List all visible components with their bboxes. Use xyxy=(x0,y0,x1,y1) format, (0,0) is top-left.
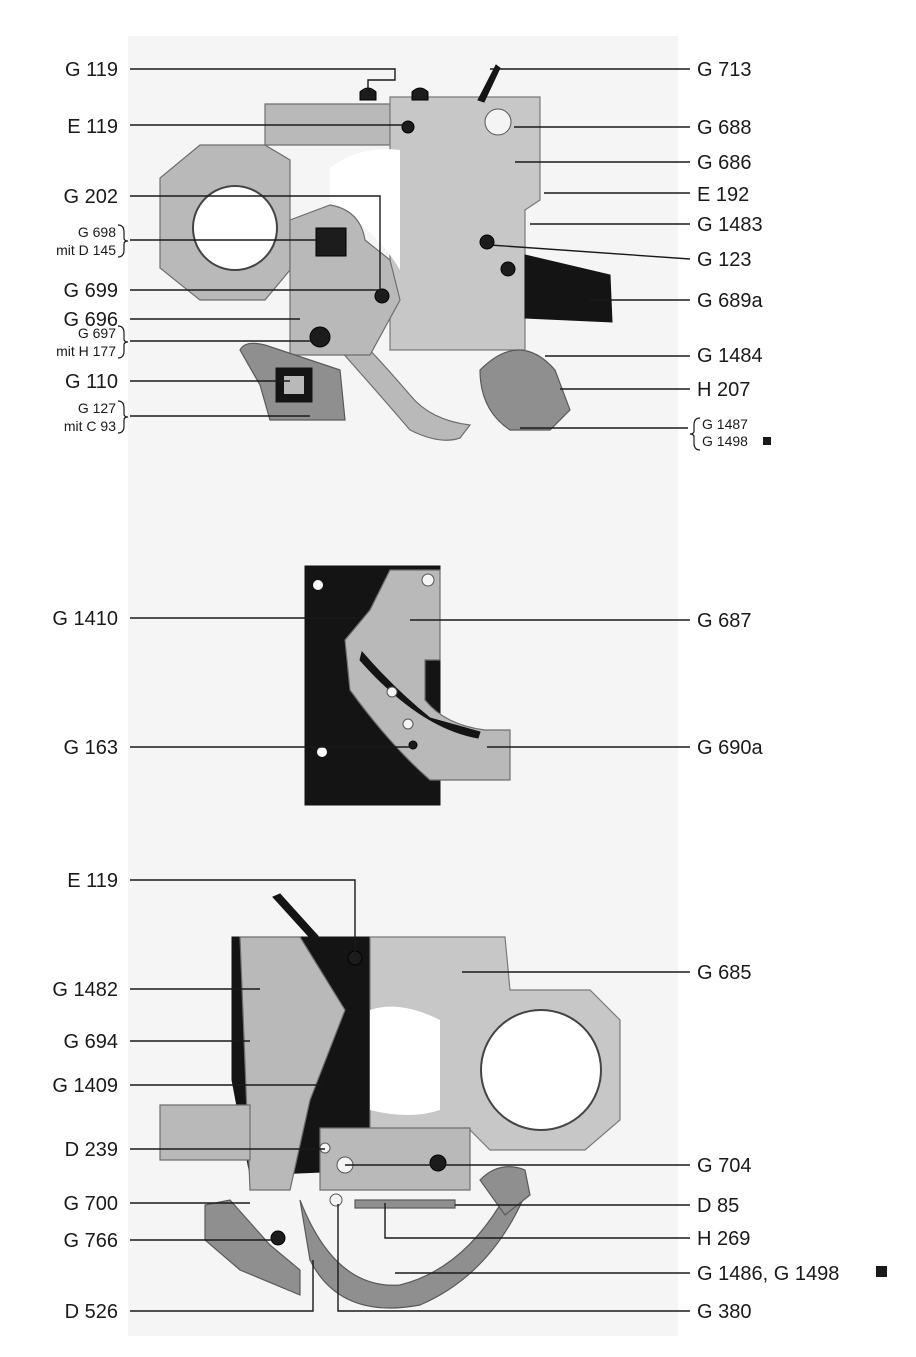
label-g694: G 694 xyxy=(64,1031,118,1053)
label-g688: G 688 xyxy=(697,117,751,139)
label-d239: D 239 xyxy=(65,1139,118,1161)
bottom-pin-right xyxy=(429,1154,447,1172)
leader-d526 xyxy=(130,1260,314,1312)
bottom-left-plate xyxy=(159,1104,251,1161)
bottom-spring xyxy=(272,893,319,941)
label-g110: G 110 xyxy=(65,371,118,393)
label-g1486-g1498: G 1486, G 1498 xyxy=(697,1263,839,1285)
label-d85: D 85 xyxy=(697,1195,739,1217)
brace-g697 xyxy=(117,325,129,359)
label-g686: G 686 xyxy=(697,152,751,174)
leader-g202 xyxy=(130,195,381,290)
label-g704: G 704 xyxy=(697,1155,751,1177)
square-marker-top xyxy=(763,437,771,445)
middle-pin-g163 xyxy=(408,740,418,750)
top-assembly xyxy=(159,64,613,441)
bottom-lower-housing xyxy=(319,1127,471,1191)
label-g713: G 713 xyxy=(697,59,751,81)
label-e119-top: E 119 xyxy=(67,116,118,138)
brace-g127 xyxy=(117,400,129,434)
label-g697: G 697 xyxy=(78,325,116,341)
middle-hole-a xyxy=(421,573,435,587)
brace-g1487 xyxy=(689,417,701,451)
middle-slot xyxy=(359,650,481,739)
label-g700: G 700 xyxy=(64,1193,118,1215)
top-pin-g697 xyxy=(309,326,331,348)
top-main-housing xyxy=(389,96,541,351)
label-g698: G 698 xyxy=(78,224,116,240)
label-mit-h177: mit H 177 xyxy=(56,343,116,359)
label-g766: G 766 xyxy=(64,1230,118,1252)
leader-e119-bottom xyxy=(130,879,356,955)
top-trigger-guard-part xyxy=(294,339,472,441)
label-g690a: G 690a xyxy=(697,737,763,759)
middle-assembly xyxy=(304,565,511,806)
top-housing-cutout xyxy=(330,149,400,270)
bottom-pin-g766 xyxy=(270,1230,286,1246)
brace-g698 xyxy=(117,224,129,258)
label-g685: G 685 xyxy=(697,962,751,984)
label-g202: G 202 xyxy=(64,186,118,208)
label-g696: G 696 xyxy=(64,309,118,331)
bottom-trigger-g766 xyxy=(204,1199,301,1296)
braces xyxy=(117,224,701,451)
middle-hole-c xyxy=(402,718,414,730)
label-d526: D 526 xyxy=(65,1301,118,1323)
label-g380: G 380 xyxy=(697,1301,751,1323)
top-screw-frame-inner xyxy=(284,376,304,394)
top-spring-g713 xyxy=(477,64,501,103)
top-trigger-g1484 xyxy=(479,349,571,431)
top-frame-ring-hole xyxy=(192,185,278,271)
label-g1484: G 1484 xyxy=(697,345,763,367)
bottom-pin-d239 xyxy=(319,1142,331,1154)
label-g1498-top: G 1498 xyxy=(702,433,748,449)
bottom-assembly xyxy=(159,893,621,1309)
label-g123: G 123 xyxy=(697,249,751,271)
middle-plate-hole-bottom xyxy=(317,747,327,757)
label-g1409: G 1409 xyxy=(52,1075,118,1097)
leader-h269 xyxy=(384,1203,690,1239)
label-g1482: G 1482 xyxy=(52,979,118,1001)
label-mit-c93: mit C 93 xyxy=(64,418,116,434)
label-g127: G 127 xyxy=(78,400,116,416)
label-g699: G 699 xyxy=(64,280,118,302)
bottom-rod-d85 xyxy=(354,1199,456,1209)
top-block-g698 xyxy=(315,227,347,257)
leader-g380 xyxy=(337,1204,690,1312)
label-g687: G 687 xyxy=(697,610,751,632)
label-g1483: G 1483 xyxy=(697,214,763,236)
bottom-ring-hole xyxy=(480,1009,602,1131)
square-marker-bottom xyxy=(876,1266,887,1277)
middle-plate-hole-top xyxy=(313,580,323,590)
middle-grey-part-g687 xyxy=(344,569,511,781)
bottom-lever-g1409 xyxy=(239,936,346,1191)
top-black-block-g689a xyxy=(524,254,613,323)
bottom-housing-cutout xyxy=(370,1006,440,1115)
bottom-screw-right xyxy=(479,1166,531,1216)
label-g1410: G 1410 xyxy=(52,608,118,630)
leader-g119 xyxy=(130,68,396,92)
top-pin-g123-b xyxy=(500,261,516,277)
label-g163: G 163 xyxy=(64,737,118,759)
label-h207: H 207 xyxy=(697,379,750,401)
top-hole-g688 xyxy=(484,108,512,136)
leader-lines xyxy=(130,68,691,1312)
top-pin-e119 xyxy=(401,120,415,134)
label-h269: H 269 xyxy=(697,1228,750,1250)
top-pins-g119 xyxy=(359,87,429,101)
bottom-pin-g380 xyxy=(329,1193,343,1207)
label-e192: E 192 xyxy=(697,184,749,206)
leader-g123 xyxy=(489,244,691,260)
label-g689a: G 689a xyxy=(697,290,763,312)
label-e119-bottom: E 119 xyxy=(67,870,118,892)
label-g119: G 119 xyxy=(65,59,118,81)
label-mit-d145: mit D 145 xyxy=(56,242,116,258)
top-pin-g699 xyxy=(374,288,390,304)
label-g1487: G 1487 xyxy=(702,416,748,432)
top-pin-g123-a xyxy=(479,234,495,250)
middle-hole-b xyxy=(386,686,398,698)
labels: G 119 E 119 G 202 G 698 mit D 145 G 699 … xyxy=(52,59,887,1323)
